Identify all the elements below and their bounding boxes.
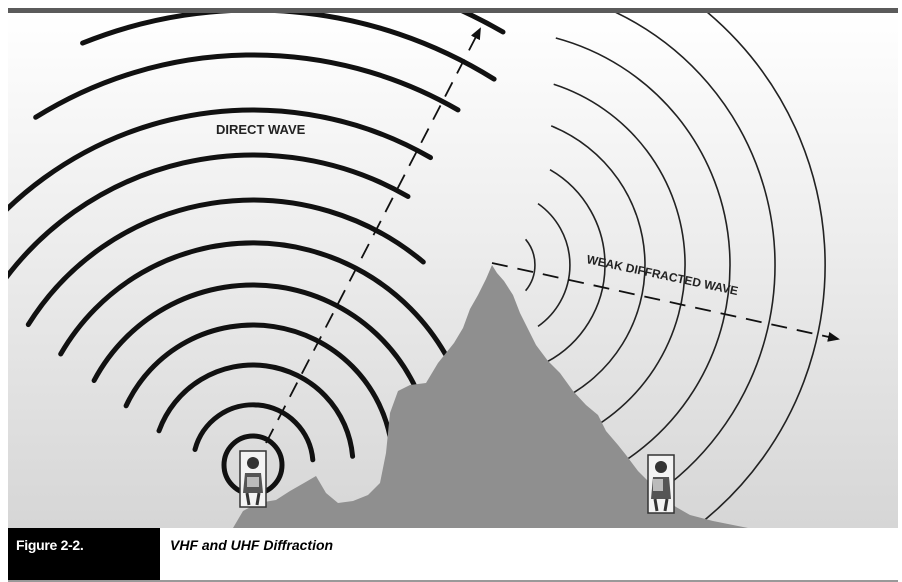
direct-wave-label: DIRECT WAVE [216,122,306,137]
figure-title: VHF and UHF Diffraction [170,528,333,562]
caption-bar: Figure 2-2. VHF and UHF Diffraction [8,528,898,582]
receiver-icon [648,455,674,513]
transmitter-icon [240,451,266,507]
diffraction-diagram: DIRECT WAVE WEAK DIFFRACTED WAVE [8,13,898,528]
figure-number: Figure 2-2. [8,528,160,580]
